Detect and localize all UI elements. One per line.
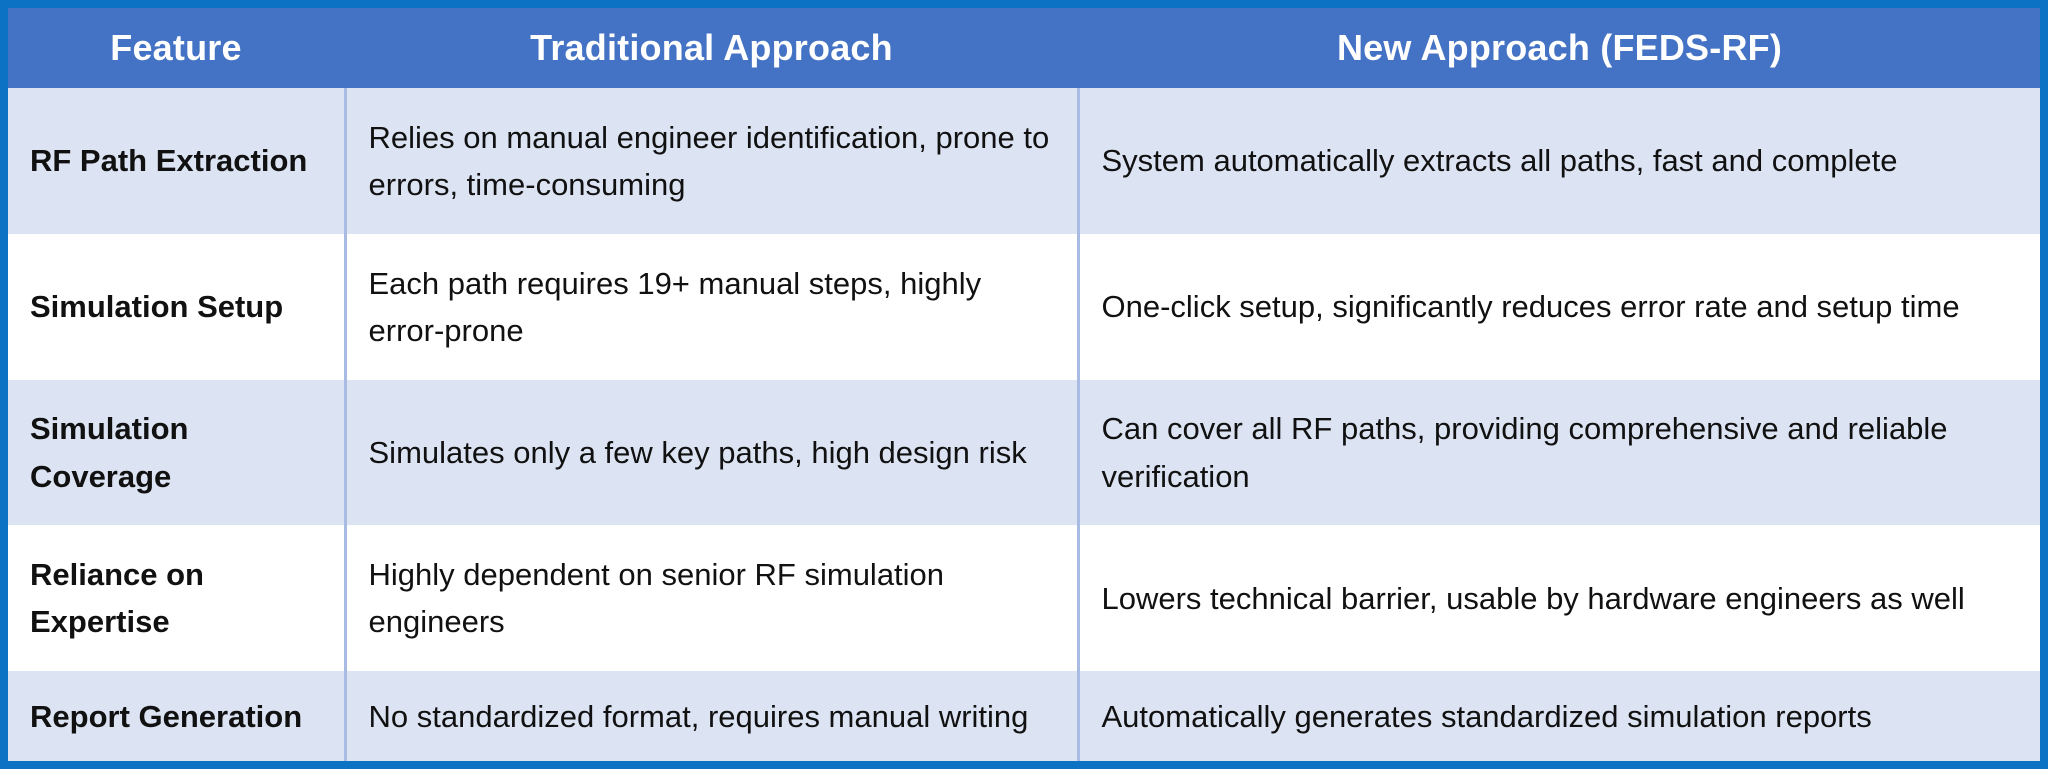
cell-traditional: Each path requires 19+ manual steps, hig… xyxy=(343,233,1078,380)
table-row: RF Path Extraction Relies on manual engi… xyxy=(8,88,2040,234)
cell-feature: Report Generation xyxy=(30,698,303,734)
table-header: Feature Traditional Approach New Approac… xyxy=(8,8,2040,88)
cell-new-approach: System automatically extracts all paths,… xyxy=(1076,88,2040,234)
comparison-table: Feature Traditional Approach New Approac… xyxy=(8,8,2040,761)
cell-traditional: Relies on manual engineer identification… xyxy=(343,88,1078,234)
table-row: Report Generation No standardized format… xyxy=(8,671,2040,761)
cell-traditional: Simulates only a few key paths, high des… xyxy=(343,379,1078,526)
cell-new-approach: One-click setup, significantly reduces e… xyxy=(1076,233,2040,380)
table-row: Simulation Setup Each path requires 19+ … xyxy=(8,233,2040,380)
table-row: Reliance on Expertise Highly dependent o… xyxy=(8,525,2040,672)
header-row: Feature Traditional Approach New Approac… xyxy=(8,8,2040,88)
cell-new-approach: Lowers technical barrier, usable by hard… xyxy=(1076,525,2040,672)
table-row: Simulation Coverage Simulates only a few… xyxy=(8,379,2040,526)
cell-feature: Simulation Setup xyxy=(30,289,284,325)
cell-traditional: Highly dependent on senior RF simulation… xyxy=(343,525,1078,672)
cell-new-approach: Automatically generates standardized sim… xyxy=(1076,671,2040,761)
cell-traditional: No standardized format, requires manual … xyxy=(343,671,1078,761)
column-header-feature: Feature xyxy=(110,27,242,68)
table-body: RF Path Extraction Relies on manual engi… xyxy=(8,88,2040,761)
column-header-new-approach: New Approach (FEDS-RF) xyxy=(1077,8,2040,88)
cell-feature: RF Path Extraction xyxy=(30,143,308,179)
cell-new-approach: Can cover all RF paths, providing compre… xyxy=(1076,379,2040,526)
column-header-traditional-approach: Traditional Approach xyxy=(344,8,1078,88)
cell-feature: Simulation Coverage xyxy=(30,411,189,494)
cell-feature: Reliance on Expertise xyxy=(30,557,204,640)
